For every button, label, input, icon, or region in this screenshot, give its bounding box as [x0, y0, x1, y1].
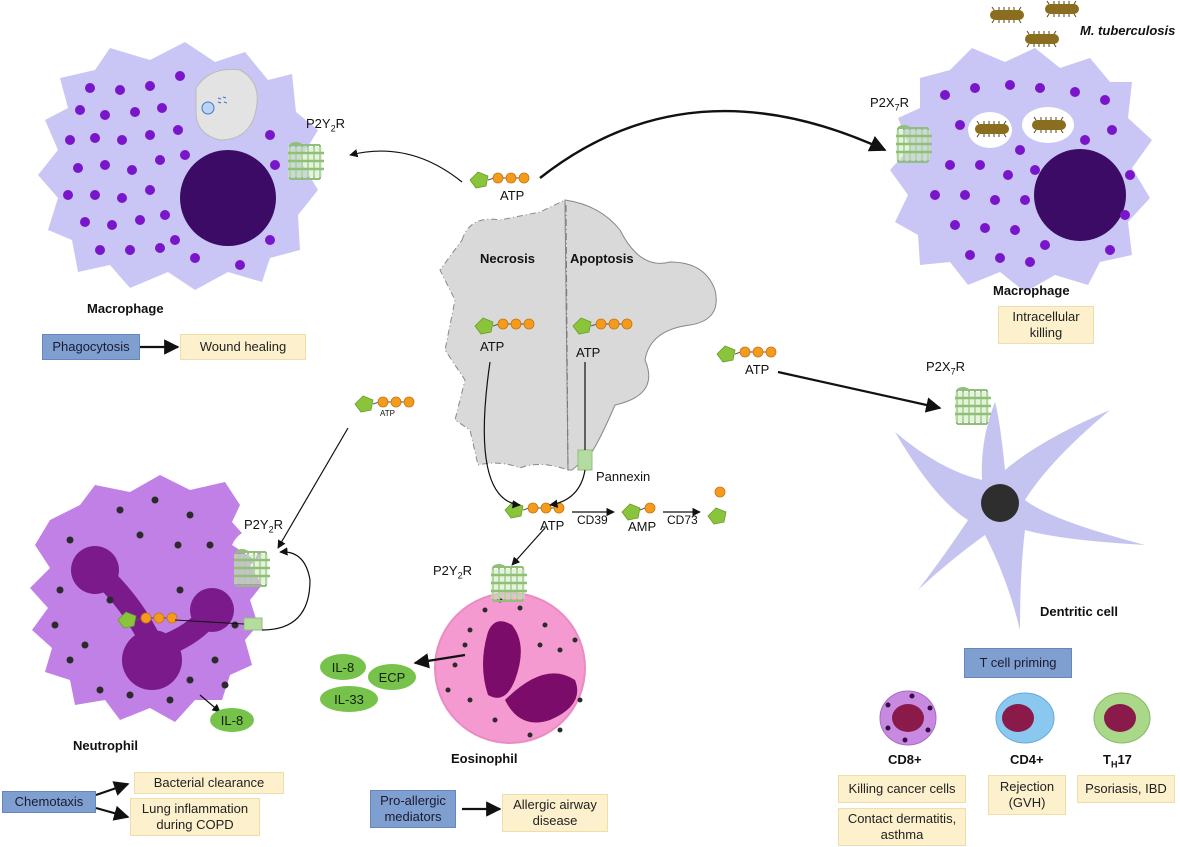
apoptosis-release-arrow: [550, 362, 586, 505]
cd8-cell: [879, 690, 937, 746]
p2y2r-macrophage-label: P2Y2R: [306, 116, 345, 134]
copd-box: Lung inflammation during COPD: [130, 798, 260, 836]
atp-necrosis-label: ATP: [480, 339, 505, 354]
pannexin-label: Pannexin: [596, 469, 651, 484]
amp-icon: [621, 502, 656, 521]
atp-apoptosis-label: ATP: [576, 345, 601, 360]
t-cell-priming-box: T cell priming: [964, 648, 1072, 678]
chemotaxis-to-clearance-arrow: [95, 781, 130, 797]
macrophage-right-label: Macrophage: [993, 283, 1070, 298]
necrosis-label: Necrosis: [480, 251, 535, 266]
eosinophil-release-arrow: [413, 653, 466, 669]
atp-to-dendritic-arrow: [777, 370, 942, 413]
atp-center-label: ATP: [540, 518, 565, 533]
cd39-label: CD39: [577, 513, 608, 527]
pannexin-channel-icon: [577, 449, 593, 471]
macrophage-left-label: Macrophage: [87, 301, 164, 316]
psoriasis-box: Psoriasis, IBD: [1077, 775, 1175, 803]
atp-top-label: ATP: [500, 188, 525, 203]
neutrophil-il8-arrow: [199, 694, 221, 713]
atp-to-neutrophil-arrow: [277, 427, 349, 549]
mtb-3-icon: [1024, 30, 1060, 48]
neutrophil-il8-pill: IL-8: [210, 708, 254, 732]
p2y2r-eosinophil-label: P2Y2R: [433, 563, 472, 581]
adenosine-icon: [707, 486, 727, 525]
p2y2r-macrophage-icon: [286, 141, 326, 181]
p2x7r-dendritic-label: P2X7R: [926, 359, 965, 377]
p2y2r-neutrophil-icon: [232, 548, 272, 588]
eos-il8-pill: IL-8: [320, 654, 366, 680]
allergic-airway-box: Allergic airway disease: [502, 794, 608, 832]
p2x7r-dendritic-icon: [953, 386, 993, 426]
necrosis-release-arrow: [483, 361, 521, 509]
p2y2r-eosinophil-icon: [489, 563, 529, 603]
atp-to-eosinophil-arrow: [511, 527, 546, 566]
rejection-box: Rejection (GVH): [988, 775, 1066, 815]
eosinophil-cell: [434, 592, 586, 744]
dendritic-cell: [895, 402, 1145, 630]
chemotaxis-box: Chemotaxis: [2, 791, 96, 813]
neutrophil-label: Neutrophil: [73, 738, 138, 753]
macrophage-left-cell: [38, 42, 318, 290]
eosinophil-label: Eosinophil: [451, 751, 518, 766]
atp-right-label: ATP: [745, 362, 770, 377]
amp-label: AMP: [628, 519, 657, 534]
cd73-label: CD73: [667, 513, 698, 527]
bacterial-clearance-box: Bacterial clearance: [134, 772, 284, 794]
eos-il33-pill: IL-33: [320, 686, 378, 712]
cd4-cell: [995, 692, 1055, 744]
cd4-label: CD4+: [1010, 752, 1044, 767]
neutrophil-autocrine-arrow: [261, 547, 311, 631]
atp-neutrophil-label: ATP: [380, 409, 395, 418]
dendritic-label: Dentritic cell: [1040, 604, 1119, 619]
macrophage-right-cell: [890, 48, 1152, 292]
chemotaxis-to-copd-arrow: [95, 805, 130, 821]
p2y2r-neutrophil-label: P2Y2R: [244, 517, 283, 535]
phagocytosis-box: Phagocytosis: [42, 334, 140, 360]
atp-top-icon: [469, 171, 530, 189]
mtb-1-icon: [989, 6, 1025, 24]
atp-right-icon: [716, 345, 777, 363]
atp-to-mtb-macrophage-arrow: [539, 109, 887, 179]
th17-cell: [1093, 692, 1151, 744]
apoptosis-label: Apoptosis: [570, 251, 634, 266]
dying-cell: [439, 199, 717, 471]
killing-cancer-box: Killing cancer cells: [838, 775, 966, 803]
mtb-label: M. tuberculosis: [1080, 23, 1176, 38]
wound-healing-box: Wound healing: [180, 334, 306, 360]
p2x7r-macrophage-icon: [894, 124, 934, 164]
neutrophil-cell: [30, 475, 262, 722]
atp-to-macrophage-arrow: [349, 149, 463, 183]
arrows: [95, 109, 942, 821]
th17-label: TH17: [1103, 752, 1132, 770]
neutrophil-internal-line: [174, 619, 245, 625]
intracellular-killing-box: Intracellular killing: [998, 306, 1094, 344]
p2x7r-macrophage-label: P2X7R: [870, 95, 909, 113]
contact-dermatitis-box: Contact dermatitis, asthma: [838, 808, 966, 846]
proallergic-box: Pro-allergic mediators: [370, 790, 456, 828]
mtb-2-icon: [1044, 0, 1080, 18]
neutrophil-channel-icon: [243, 617, 263, 631]
cd8-label: CD8+: [888, 752, 922, 767]
eos-ecp-pill: ECP: [368, 664, 416, 690]
